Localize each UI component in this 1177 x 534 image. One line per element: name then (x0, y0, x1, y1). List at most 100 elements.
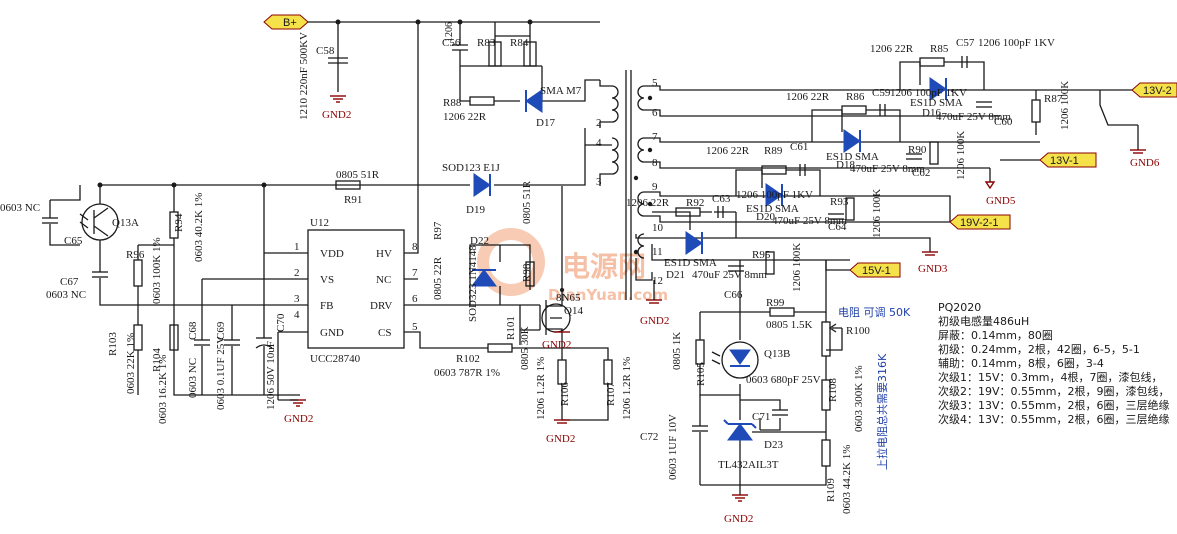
c66-ref: C66 (724, 289, 743, 301)
q13a-ref: Q13A (112, 217, 139, 229)
c60-ref: C60 (994, 116, 1013, 128)
r98-value: 0805 51R (521, 180, 533, 224)
d21-value: ES1D SMA (664, 257, 717, 269)
c69-ref: C69 (215, 321, 227, 340)
notes-title: PQ2020 (938, 301, 981, 314)
clip-text-1: 1206 (444, 22, 455, 42)
r92-value: 1206 22R (626, 197, 670, 209)
d17-ref: D17 (536, 117, 555, 129)
winding-notes: PQ2020 初级电感量486uH 屏蔽：0.14mm，80圈 初级：0.24m… (938, 301, 1169, 426)
c63-ref: C63 (712, 193, 731, 205)
shunt-d23 (723, 419, 757, 441)
d18-value: ES1D SMA (826, 151, 879, 163)
d23-value: TL432AIL3T (718, 459, 779, 471)
c70-value: 1206 50V 10uF (265, 341, 277, 410)
c57-ref: C57 (956, 37, 975, 49)
r90-ref: R90 (908, 144, 927, 156)
r84-ref: R84 (510, 37, 529, 49)
pullup-note: 上拉电阻总共需要316K (875, 353, 889, 470)
diode-d18 (843, 129, 861, 153)
c59-value: 1206 100pF 1KV (890, 87, 967, 99)
d18-ref: D18 (836, 159, 855, 171)
gnd5-label: GND5 (986, 195, 1016, 207)
u12-pin-nc: NC (376, 274, 391, 286)
c62-value: 470uF 25V 8mm (850, 163, 925, 175)
notes-line: 次级1：15V：0.3mm，4根，7圈，漆包线， (938, 370, 1162, 384)
u12-pin-fb: FB (320, 300, 333, 312)
r104-ref: R104 (151, 348, 163, 372)
transformer-primary: 2 4 3 (584, 70, 632, 300)
d17-value: SMA M7 (540, 85, 582, 97)
c70-ref: C70 (275, 313, 287, 332)
r108-ref: R108 (827, 378, 839, 402)
r98-ref: R98 (521, 263, 533, 282)
r85-value: 1206 22R (870, 43, 914, 55)
xfmr-pin-6: 6 (652, 107, 658, 119)
r107-value: 1206 1.2R 1% (621, 357, 633, 420)
u12-pin-num-3: 3 (294, 293, 300, 305)
q14-ref: Q14 (564, 305, 583, 317)
r89-value: 1206 22R (706, 145, 750, 157)
xfmr-pin-2: 2 (596, 117, 602, 129)
notes-line: 初级：0.24mm，2根，42圈，6-5，5-1 (938, 342, 1140, 356)
u12-pin-num-1: 1 (294, 241, 300, 253)
r102-value: 0603 787R 1% (434, 367, 500, 379)
c72-ref: C72 (640, 431, 658, 443)
r86-ref: R86 (846, 91, 865, 103)
r101-ref: R101 (505, 316, 517, 340)
u12-pin-num-2: 2 (294, 267, 300, 279)
r89-ref: R89 (764, 145, 783, 157)
r96-ref: R96 (126, 249, 145, 261)
q14-value: 8N65 (556, 292, 581, 304)
r86-value: 1206 22R (786, 91, 830, 103)
r103-ref: R103 (107, 332, 119, 356)
d19-value: SOD123 E1J (442, 162, 500, 174)
xfmr-pin-3: 3 (596, 176, 602, 188)
u12-pin-num-7: 7 (412, 267, 418, 279)
c71-value: 0603 680pF 25V (746, 374, 821, 386)
xfmr-pin-5: 5 (652, 77, 658, 89)
xfmr-pin-9: 9 (652, 181, 658, 193)
r103-value: 0603 22K 1% (125, 333, 137, 394)
u12-pin-hv: HV (376, 248, 392, 260)
u12-pin-vdd: VDD (320, 248, 344, 260)
gnd2-label-e: GND2 (542, 339, 571, 351)
r100-value: 电阻 可调 50K (838, 306, 911, 319)
c68-value: 0603 NC (187, 358, 199, 398)
diode-d16 (929, 77, 947, 101)
r90-value: 1206 100K (955, 131, 967, 180)
optocoupler-q13a (79, 185, 119, 260)
d22-ref: D22 (470, 235, 489, 247)
r105-ref: R105 (695, 362, 707, 386)
c69-value: 0603 0.1UF 25V (215, 336, 227, 410)
r109-value: 0603 44.2K 1% (841, 445, 853, 514)
net-19v-label: 19V-2-1 (960, 217, 999, 229)
diode-d21 (685, 231, 703, 255)
c58-value: 1210 220nF 500KV (298, 32, 310, 120)
u12-pin-cs: CS (378, 327, 391, 339)
c65-ref: C65 (64, 235, 83, 247)
r93-value: 1206 100K (871, 189, 883, 238)
c72-value: 0603 1UF 10V (667, 414, 679, 480)
c71-ref: C71 (752, 411, 770, 423)
u12-pin-num-8: 8 (412, 241, 418, 253)
watermark-text: 电源网 (562, 250, 646, 283)
r87-value: 1206 100K (1059, 81, 1071, 130)
c59-ref: C59 (872, 87, 891, 99)
c67-value: 0603 NC (46, 289, 86, 301)
r105-value: 0805 1K (671, 332, 683, 370)
c67-ref: C67 (60, 276, 79, 288)
xfmr-pin-10: 10 (652, 222, 664, 234)
d16-value: ES1D SMA (910, 97, 963, 109)
r106-value: 1206 1.2R 1% (535, 357, 547, 420)
ic-u12: U12 UCC28740 VDD VS FB GND HV NC DRV CS … (294, 217, 418, 365)
r95-value: 1206 100K (791, 243, 803, 292)
port-13v-2: 13V-2 (1131, 82, 1177, 98)
transformer-secondary: 5 6 7 8 9 10 11 12 (633, 77, 664, 287)
r87-ref: R87 (1044, 93, 1063, 105)
watermark-url: DianYuan.com (548, 286, 668, 304)
c57-value: 1206 100pF 1KV (978, 37, 1055, 49)
r85-ref: R85 (930, 43, 949, 55)
c68-ref: C68 (187, 321, 199, 340)
c64-value: 470uF 25V 8mm (772, 215, 847, 227)
